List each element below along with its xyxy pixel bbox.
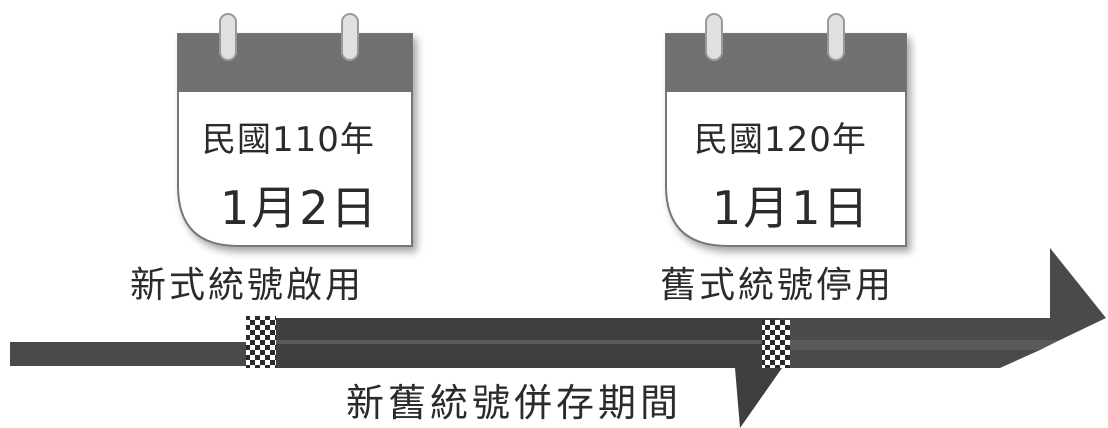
calendar-icon — [177, 33, 413, 247]
calendar-date: 1月1日 — [712, 181, 871, 235]
start-label: 新式統號啟用 — [130, 265, 365, 306]
period-label: 新舊統號併存期間 — [346, 381, 683, 425]
calendar-year: 民國110年 — [202, 120, 375, 160]
end-marker — [762, 320, 790, 368]
period-arrow — [735, 368, 782, 428]
calendar-icon — [665, 33, 907, 247]
timeline-bar — [10, 248, 1106, 368]
start-marker — [246, 316, 276, 368]
end-label: 舊式統號停用 — [660, 265, 895, 306]
calendar-ring-icon — [219, 13, 359, 61]
calendar-ring-icon — [705, 13, 845, 61]
calendar-year: 民國120年 — [694, 120, 867, 160]
calendar-date: 1月2日 — [220, 181, 379, 235]
